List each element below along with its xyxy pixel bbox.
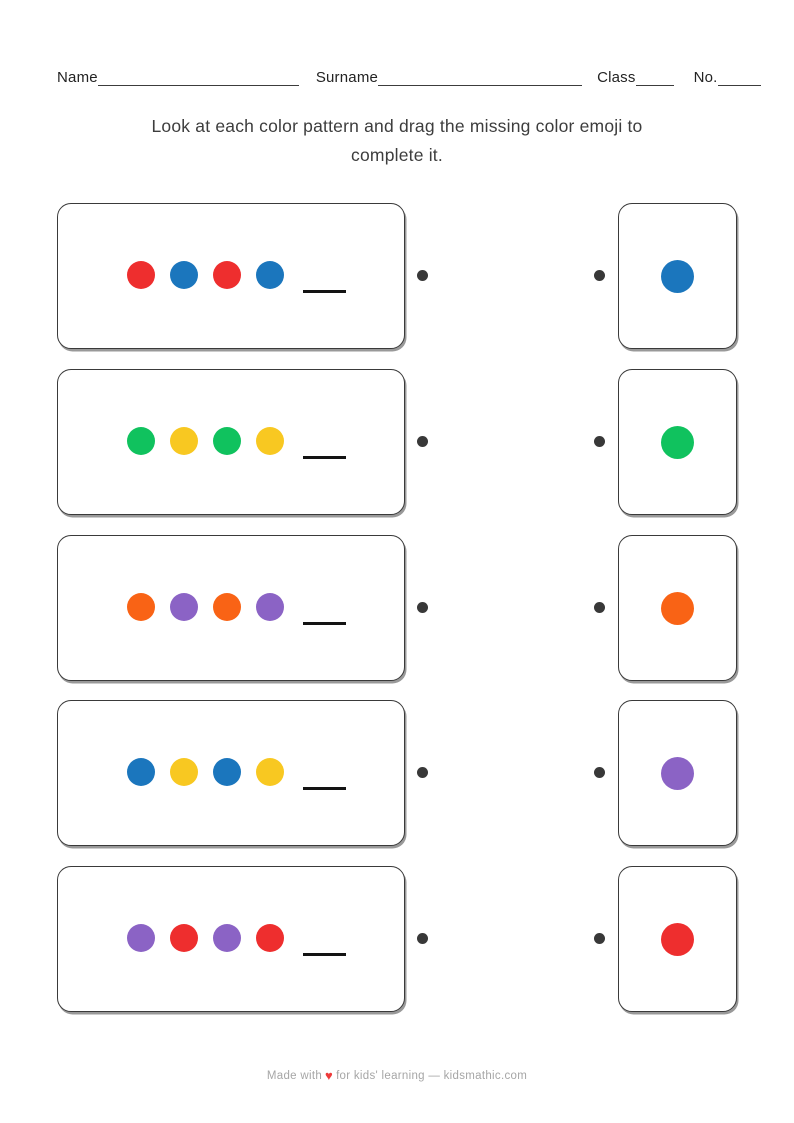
name-field-line[interactable] bbox=[97, 69, 299, 86]
pattern-dot-purple bbox=[127, 924, 155, 952]
pattern-dot-blue bbox=[170, 261, 198, 289]
connector-dot-left[interactable] bbox=[417, 601, 428, 613]
pattern-dots bbox=[127, 427, 284, 455]
pattern-dot-yellow bbox=[256, 427, 284, 455]
class-field-line[interactable] bbox=[635, 69, 674, 86]
missing-color-blank-slot[interactable] bbox=[303, 622, 346, 625]
class-label: Class bbox=[597, 68, 636, 86]
pattern-dot-red bbox=[256, 924, 284, 952]
answer-dot-blue[interactable] bbox=[661, 259, 694, 293]
answer-dot-orange[interactable] bbox=[661, 591, 694, 625]
connector-dot-right[interactable] bbox=[594, 932, 605, 944]
answer-option-box[interactable] bbox=[618, 866, 737, 1012]
instructions-line-2: complete it. bbox=[351, 145, 443, 165]
pattern-dots bbox=[127, 924, 284, 952]
match-row-4 bbox=[57, 700, 737, 846]
pattern-dot-green bbox=[213, 427, 241, 455]
pattern-dots bbox=[127, 758, 284, 786]
connector-dot-left[interactable] bbox=[417, 435, 428, 447]
pattern-box bbox=[57, 369, 405, 515]
answer-option-box[interactable] bbox=[618, 535, 737, 681]
connector-dot-left[interactable] bbox=[417, 932, 428, 944]
pattern-dot-orange bbox=[213, 593, 241, 621]
connector-dot-right[interactable] bbox=[594, 766, 605, 778]
footer-text-after: for kids' learning — kidsmathic.com bbox=[336, 1070, 528, 1082]
no-field-line[interactable] bbox=[717, 69, 761, 86]
pattern-dot-purple bbox=[170, 593, 198, 621]
pattern-dot-purple bbox=[256, 593, 284, 621]
no-label: No. bbox=[693, 68, 718, 86]
answer-dot-green[interactable] bbox=[661, 425, 694, 459]
pattern-dot-blue bbox=[256, 261, 284, 289]
pattern-dot-yellow bbox=[170, 758, 198, 786]
connector-dot-right[interactable] bbox=[594, 435, 605, 447]
pattern-dot-red bbox=[127, 261, 155, 289]
answer-dot-purple[interactable] bbox=[661, 756, 694, 790]
match-row-5 bbox=[57, 866, 737, 1012]
footer-credit: Made with♥for kids' learning — kidsmathi… bbox=[0, 1069, 794, 1082]
connector-dot-right[interactable] bbox=[594, 601, 605, 613]
surname-field-line[interactable] bbox=[378, 69, 583, 86]
pattern-dot-blue bbox=[213, 758, 241, 786]
pattern-box bbox=[57, 700, 405, 846]
surname-label: Surname bbox=[315, 68, 379, 86]
heart-icon: ♥ bbox=[325, 1068, 334, 1083]
answer-dot-red[interactable] bbox=[661, 922, 694, 956]
missing-color-blank-slot[interactable] bbox=[303, 456, 346, 459]
match-row-2 bbox=[57, 369, 737, 515]
connector-dot-left[interactable] bbox=[417, 269, 428, 281]
pattern-box bbox=[57, 866, 405, 1012]
connector-dot-left[interactable] bbox=[417, 766, 428, 778]
match-row-1 bbox=[57, 203, 737, 349]
name-label: Name bbox=[57, 68, 98, 86]
answer-option-box[interactable] bbox=[618, 203, 737, 349]
missing-color-blank-slot[interactable] bbox=[303, 953, 346, 956]
instructions-text: Look at each color pattern and drag the … bbox=[0, 112, 794, 170]
pattern-dot-red bbox=[170, 924, 198, 952]
answer-option-box[interactable] bbox=[618, 700, 737, 846]
header-fields: Name Surname Class No. bbox=[57, 64, 765, 86]
pattern-dot-blue bbox=[127, 758, 155, 786]
missing-color-blank-slot[interactable] bbox=[303, 787, 346, 790]
pattern-dots bbox=[127, 593, 284, 621]
instructions-line-1: Look at each color pattern and drag the … bbox=[151, 116, 643, 136]
connector-dot-right[interactable] bbox=[594, 269, 605, 281]
pattern-box bbox=[57, 203, 405, 349]
pattern-dot-green bbox=[127, 427, 155, 455]
match-row-3 bbox=[57, 535, 737, 681]
pattern-dot-purple bbox=[213, 924, 241, 952]
pattern-dot-orange bbox=[127, 593, 155, 621]
footer-text-before: Made with bbox=[266, 1070, 323, 1082]
answer-option-box[interactable] bbox=[618, 369, 737, 515]
pattern-dots bbox=[127, 261, 284, 289]
missing-color-blank-slot[interactable] bbox=[303, 290, 346, 293]
pattern-dot-yellow bbox=[170, 427, 198, 455]
pattern-box bbox=[57, 535, 405, 681]
pattern-dot-yellow bbox=[256, 758, 284, 786]
pattern-dot-red bbox=[213, 261, 241, 289]
